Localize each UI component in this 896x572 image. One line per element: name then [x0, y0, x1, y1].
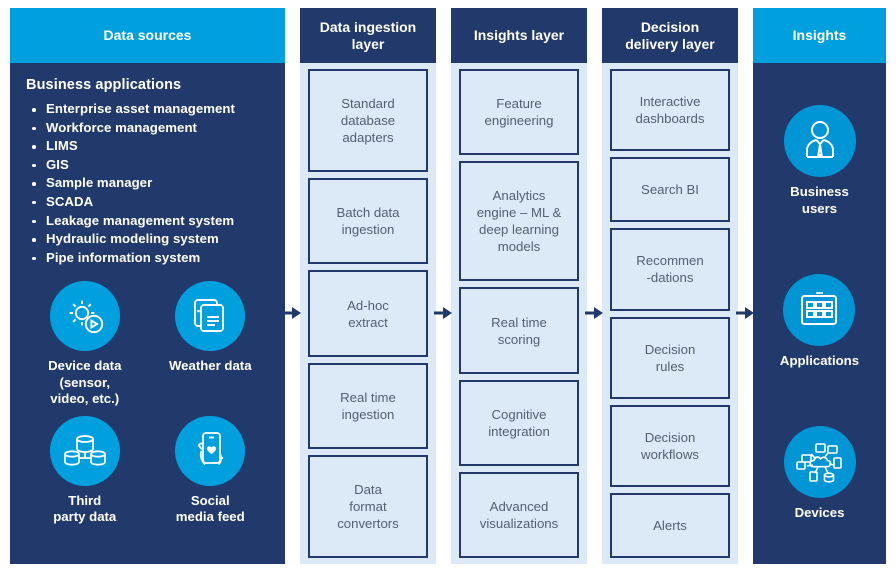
process-box[interactable]: Decision workflows [610, 404, 730, 487]
process-box[interactable]: Decision rules [610, 316, 730, 399]
process-box[interactable]: Ad-hoc extract [308, 270, 428, 357]
list-item: Enterprise asset management [24, 100, 271, 119]
column-decision-delivery-layer: Decision delivery layer Interactive dash… [602, 8, 738, 564]
data-source-weather-data: Weather data [150, 281, 272, 408]
icon-caption: Applications [779, 352, 860, 368]
column-header-data-sources: Data sources [10, 8, 285, 63]
column-body-data-sources: Business applications Enterprise asset m… [10, 63, 285, 564]
column-header-data-ingestion-layer: Data ingestion layer [300, 8, 436, 63]
process-box[interactable]: Recommen -dations [610, 228, 730, 311]
process-box[interactable]: Standard database adapters [308, 69, 428, 173]
connector-gap-3 [584, 8, 603, 564]
process-box[interactable]: Advanced visualizations [459, 471, 579, 559]
list-item: Workforce management [24, 119, 271, 138]
list-item: GIS [24, 156, 271, 175]
column-body-insights-layer: Feature engineering Analytics engine – M… [451, 63, 587, 564]
connector-gap-2 [433, 8, 452, 564]
business-applications-list: Enterprise asset management Workforce ma… [24, 100, 271, 267]
data-source-icon-grid: Device data (sensor, video, etc.) [24, 281, 271, 526]
column-insights-layer: Insights layer Feature engineering Analy… [451, 8, 587, 564]
process-box[interactable]: Real time scoring [459, 287, 579, 374]
column-body-insights: Business users [753, 63, 886, 564]
data-source-third-party-data: Third party data [24, 415, 146, 526]
process-box[interactable]: Real time ingestion [308, 362, 428, 449]
icon-caption: Third party data [53, 492, 117, 525]
column-header-insights-layer: Insights layer [451, 8, 587, 63]
process-box[interactable]: Feature engineering [459, 69, 579, 156]
insight-applications: Applications [779, 273, 860, 370]
applications-grid-icon [783, 273, 856, 346]
column-header-insights: Insights [753, 8, 886, 63]
column-body-data-ingestion-layer: Standard database adapters Batch data in… [300, 63, 436, 564]
column-data-sources: Data sources Business applications Enter… [10, 8, 285, 564]
business-user-icon [783, 105, 856, 178]
icon-caption: Social media feed [175, 492, 245, 525]
list-item: Leakage management system [24, 212, 271, 231]
column-header-decision-delivery-layer: Decision delivery layer [602, 8, 738, 63]
list-item: Hydraulic modeling system [24, 230, 271, 249]
column-insights: Insights Business users [753, 8, 886, 564]
list-item: LIMS [24, 137, 271, 156]
icon-caption: Weather data [168, 358, 252, 374]
list-item: Pipe information system [24, 249, 271, 268]
process-box[interactable]: Analytics engine – ML & deep learning mo… [459, 161, 579, 282]
business-applications-subheader: Business applications [26, 77, 182, 93]
connector-gap-1 [282, 8, 301, 564]
list-item: SCADA [24, 193, 271, 212]
column-body-decision-delivery-layer: Interactive dashboards Search BI Recomme… [602, 63, 738, 564]
arrow-decision-to-insights [735, 307, 754, 319]
process-box[interactable]: Batch data ingestion [308, 178, 428, 265]
icon-caption: Business users [790, 184, 849, 216]
gear-play-icon [49, 281, 120, 352]
database-stack-icon [49, 415, 120, 486]
insight-devices: Devices [783, 426, 856, 522]
list-item: Sample manager [24, 174, 271, 193]
process-box[interactable]: Data format convertors [308, 454, 428, 559]
icon-caption: Device data (sensor, video, etc.) [48, 358, 122, 407]
arrow-sources-to-ingestion [282, 307, 301, 319]
mobile-hand-icon [175, 415, 246, 486]
documents-icon [175, 281, 246, 352]
icon-caption: Devices [794, 505, 845, 521]
process-box[interactable]: Interactive dashboards [610, 69, 730, 152]
arrow-insights-layer-to-decision [584, 307, 603, 319]
data-source-device-data: Device data (sensor, video, etc.) [24, 281, 146, 408]
data-source-social-media-feed: Social media feed [150, 415, 272, 526]
column-data-ingestion-layer: Data ingestion layer Standard database a… [300, 8, 436, 564]
process-box[interactable]: Alerts [610, 492, 730, 559]
devices-network-icon [783, 426, 856, 499]
insight-business-users: Business users [783, 105, 856, 217]
connector-gap-4 [735, 8, 754, 564]
process-box[interactable]: Search BI [610, 157, 730, 223]
process-box[interactable]: Cognitive integration [459, 379, 579, 466]
arrow-ingestion-to-insights-layer [433, 307, 452, 319]
